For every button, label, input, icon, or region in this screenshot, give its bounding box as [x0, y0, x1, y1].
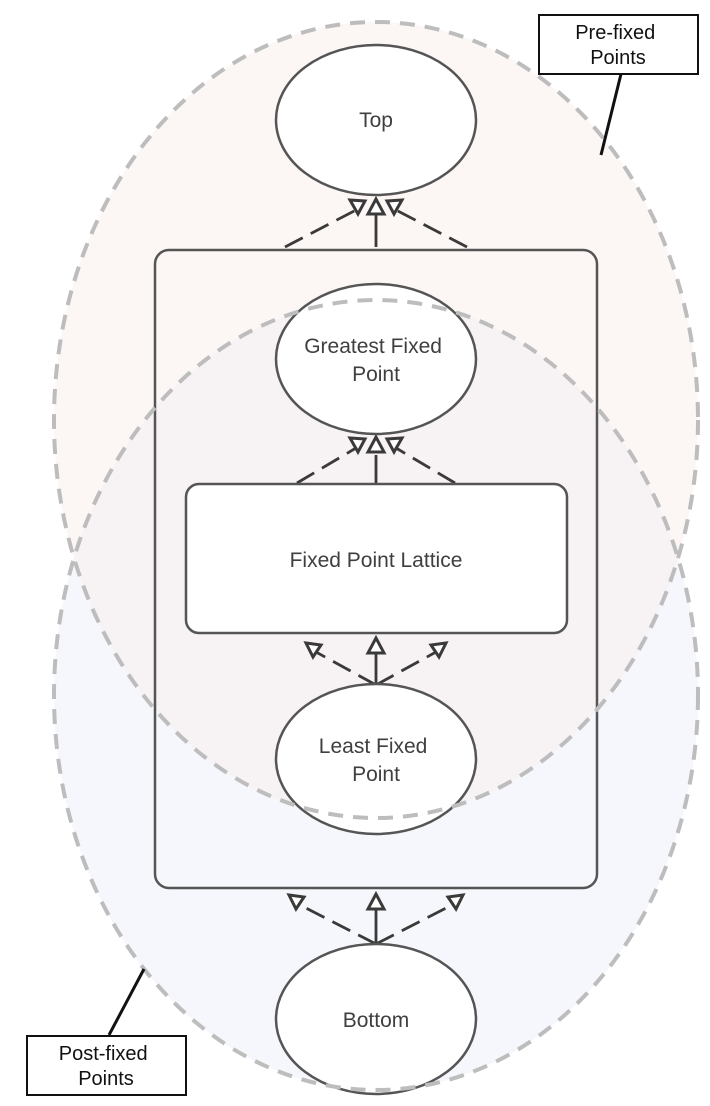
greatest-fixed-point-label-line1: Greatest Fixed	[304, 335, 442, 358]
edges-container-to-top	[284, 195, 468, 249]
least-fixed-point-label-line2: Point	[352, 763, 400, 786]
arrowhead-icon	[365, 433, 387, 454]
post-fixed-callout-leader	[107, 968, 146, 1036]
edge-dashed	[296, 446, 357, 485]
edge-dashed	[395, 446, 456, 485]
top-node-label: Top	[359, 109, 393, 132]
post-fixed-points-region	[52, 298, 700, 1092]
post-fixed-callout-label: Post-fixed Points	[59, 1043, 154, 1090]
post-fixed-callout-box	[26, 1035, 187, 1096]
post-fixed-callout-line2: Points	[78, 1068, 134, 1090]
edges-lattice-to-greatest	[296, 433, 456, 485]
least-fixed-point-node	[274, 682, 478, 836]
edge-dashed	[284, 208, 357, 249]
edges-bottom-to-container	[286, 890, 466, 946]
edges-least-to-lattice	[303, 634, 449, 687]
arrowhead-icon	[384, 198, 405, 218]
pre-fixed-callout-leader	[599, 73, 623, 156]
pre-fixed-callout-line2: Points	[590, 47, 646, 69]
arrowhead-icon	[365, 890, 387, 911]
pre-fixed-points-region	[52, 20, 700, 820]
arrowhead-icon	[286, 893, 307, 912]
top-node	[274, 43, 478, 197]
least-fixed-point-label-line1: Least Fixed	[319, 735, 428, 758]
lattice-container	[153, 248, 599, 890]
greatest-fixed-point-label: Greatest Fixed Point	[304, 335, 448, 386]
greatest-fixed-point-label-line2: Point	[352, 363, 400, 386]
edge-dashed	[375, 650, 437, 687]
edge-dashed	[375, 903, 453, 946]
bottom-node	[274, 942, 478, 1096]
arrowhead-icon	[384, 436, 405, 456]
edge-dashed	[315, 650, 377, 687]
arrowhead-icon	[365, 195, 387, 216]
fixed-point-lattice-label: Fixed Point Lattice	[290, 549, 463, 572]
pre-fixed-callout-box	[538, 14, 699, 75]
arrowhead-icon	[445, 893, 466, 912]
pre-fixed-callout-line1: Pre-fixed	[575, 22, 655, 44]
post-fixed-callout-line1: Post-fixed	[59, 1043, 148, 1065]
bottom-node-label: Bottom	[343, 1009, 410, 1032]
edge-dashed	[395, 208, 468, 249]
arrowhead-icon	[347, 436, 368, 456]
arrowhead-icon	[428, 641, 449, 660]
greatest-fixed-point-node	[274, 282, 478, 436]
edge-dashed	[299, 903, 377, 946]
least-fixed-point-label: Least Fixed Point	[319, 735, 433, 786]
arrowhead-icon	[365, 634, 387, 655]
pre-fixed-callout-label: Pre-fixed Points	[575, 22, 661, 69]
arrowhead-icon	[347, 198, 368, 218]
arrowhead-icon	[303, 641, 324, 660]
fixed-point-lattice-node	[184, 482, 569, 635]
